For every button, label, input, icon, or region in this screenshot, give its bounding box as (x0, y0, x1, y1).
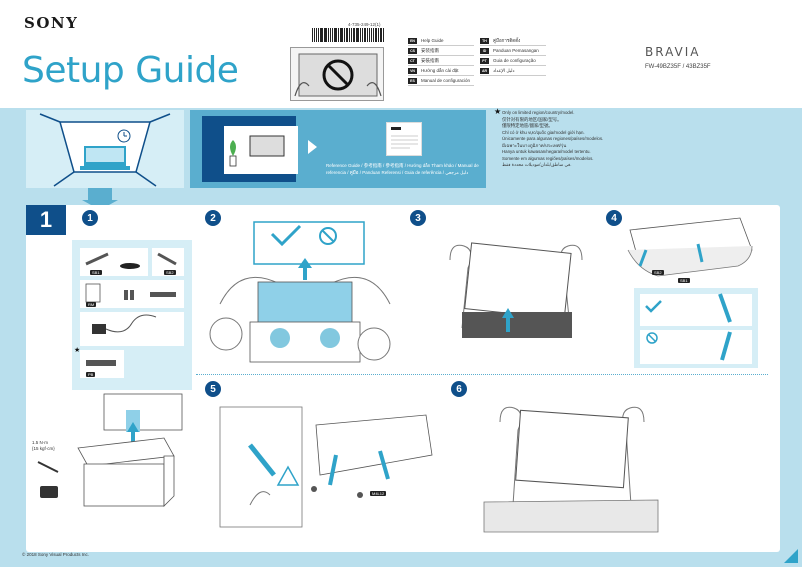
section-divider (196, 374, 768, 375)
room-tv-illustration (39, 113, 171, 187)
availability-line: Hanya untuk kawasan/negara/model tertent… (502, 149, 591, 154)
model-numbers: FW-49BZ35F / 43BZ35F (645, 64, 711, 70)
arrow-right-icon (308, 140, 317, 154)
availability-line: Only on limited region/country/model. (502, 110, 575, 115)
availability-lines: Only on limited region/country/model.仅针对… (494, 110, 794, 169)
star-icon: ★ (494, 107, 502, 116)
reference-guide-booklet-icon (386, 122, 422, 156)
barcode-icon (312, 28, 384, 42)
language-item: ID Panduan Pemasangan (480, 46, 546, 56)
product-line: BRAVIA (645, 45, 701, 59)
document-number: 4-735-249-12(1) (348, 22, 381, 27)
step-number: 1 (26, 205, 66, 235)
part-sb2-label: SB2 (164, 270, 176, 275)
availability-line: 僅限特定地區/國家/型號。 (502, 123, 553, 128)
screw-label: M4L12 (370, 491, 387, 496)
availability-note: ★ Only on limited region/country/model.仅… (494, 107, 794, 169)
language-code: ID (480, 47, 489, 54)
substep-1-badge: 1 (82, 210, 98, 226)
parts-illustration (80, 248, 184, 378)
substep-4-badge: 4 (606, 210, 622, 226)
star-icon: ★ (74, 347, 81, 354)
screw-stand-illustration (219, 406, 433, 528)
language-label: Hướng dẫn cài đặt (421, 68, 459, 73)
availability-line: 仅针对有限的地区/国家/型号。 (502, 116, 562, 122)
unbox-tv-illustration (209, 221, 391, 363)
availability-line: Somente em algumas regiões/países/modelo… (502, 155, 594, 161)
language-item: ES Manual de configuración (408, 76, 474, 86)
language-label: Panduan Pemasangan (493, 48, 539, 53)
place-tv-illustration (449, 242, 583, 338)
page-title: Setup Guide (22, 50, 239, 91)
language-code: PT (480, 57, 489, 64)
language-item: CS 安装指南 (408, 46, 474, 56)
toolbox-icon (40, 486, 58, 498)
language-label: 安裝指南 (421, 57, 439, 63)
language-code: VN (408, 67, 417, 74)
reference-guide-text: Reference Guide / 参考指南 / 參考指南 / Hướng dẫ… (326, 163, 479, 175)
arrow-down-icon (82, 188, 118, 210)
language-item: PT Guia de configuração (480, 56, 546, 66)
language-code: CS (408, 47, 417, 54)
language-label: Help Guide (421, 38, 444, 43)
attach-stand-illustration (627, 217, 758, 368)
substep-3-badge: 3 (410, 210, 426, 226)
no-touch-icon (294, 53, 382, 97)
language-label: Manual de configuración (421, 78, 471, 83)
wall-tv-icon (229, 135, 285, 167)
part-rm-label: RM (86, 302, 97, 307)
language-item: EN Help Guide (408, 36, 474, 46)
language-code: AR (480, 67, 489, 74)
language-label: 安装指南 (421, 47, 439, 53)
substep-2-badge: 2 (205, 210, 221, 226)
availability-line: في مناطق/بلدان/موديلات محددة فقط. (502, 162, 572, 167)
lift-to-stand-illustration (483, 406, 659, 533)
part-sb1-label: SB1 (90, 270, 102, 275)
language-item: TH คู่มือการติดตั้ง (480, 36, 546, 46)
language-code: CT (408, 57, 417, 64)
room-placement-panel (26, 110, 184, 188)
no-touch-screen-illustration (290, 47, 384, 101)
torque-note: 1.5 N·m {15 kgf·cm} (32, 440, 55, 451)
language-code: EN (408, 37, 417, 44)
reference-guide-panel: Reference Guide / 参考指南 / 參考指南 / Hướng dẫ… (190, 110, 486, 188)
page-corner-icon (784, 549, 798, 563)
language-label: دليل الإعداد (493, 67, 515, 73)
stand-sb2-label: SB2 (652, 270, 664, 275)
copyright: © 2018 Sony Visual Products Inc. (22, 552, 90, 557)
screwdriver-icon (37, 461, 59, 473)
language-item: AR دليل الإعداد (480, 66, 546, 76)
part-pb-label: PB (86, 372, 96, 377)
supplied-parts-panel: SB1 SB2 RM PB ★ (72, 240, 192, 390)
availability-line: Chỉ có ở khu vực/quốc gia/model giới hạn… (502, 129, 585, 135)
substep-6-badge: 6 (451, 381, 467, 397)
stand-sb1-label: SB1 (678, 278, 690, 283)
availability-line: Únicamente para algunas regiones/países/… (502, 136, 604, 141)
room-wall-illustration (202, 116, 298, 182)
availability-line: มีเฉพาะในบางภูมิภาค/ประเทศ/รุ่น (502, 142, 567, 148)
substep-5-badge: 5 (205, 381, 221, 397)
wall (224, 126, 298, 174)
language-code: ES (408, 77, 417, 84)
language-item: VN Hướng dẫn cài đặt (408, 66, 474, 76)
language-label: คู่มือการติดตั้ง (493, 38, 521, 43)
language-code: TH (480, 37, 489, 44)
language-item: CT 安裝指南 (408, 56, 474, 66)
sony-logo: SONY (24, 14, 79, 32)
language-label: Guia de configuração (493, 58, 536, 63)
open-box-illustration (77, 393, 183, 507)
